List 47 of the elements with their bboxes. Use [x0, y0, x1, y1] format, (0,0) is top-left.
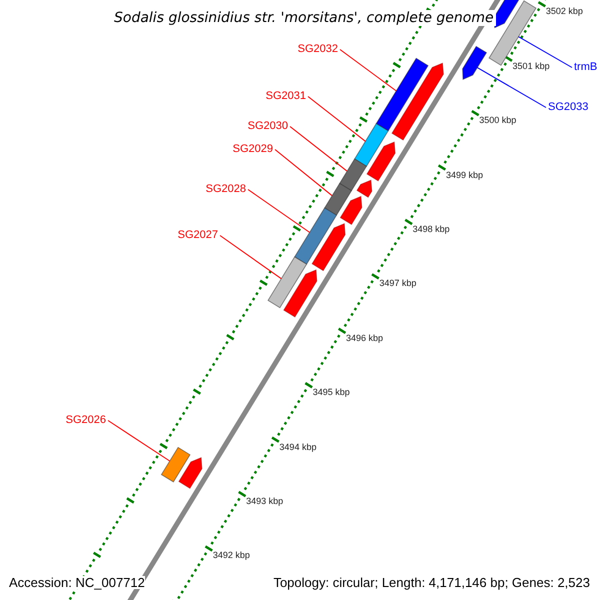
leader-line: [340, 49, 397, 92]
pointed-gene-block: [312, 223, 346, 272]
pointed-gene-block: [391, 62, 444, 141]
pointed-gene-block: [340, 196, 362, 225]
scale-label: 3494 kbp: [279, 442, 316, 452]
leader-line: [290, 126, 348, 172]
scale-label: 3495 kbp: [312, 388, 350, 398]
scale-label: 3502 kbp: [546, 7, 583, 16]
pointed-gene-block: [356, 180, 372, 198]
scale-label: 3493 kbp: [246, 497, 284, 506]
gene-label: SG2031: [266, 91, 306, 102]
pointed-gene-block: [283, 269, 318, 318]
gene-label: trmB: [574, 62, 598, 73]
gene-label: SG2030: [248, 121, 288, 132]
gene-block: [294, 207, 338, 265]
scale-label: 3492 kbp: [212, 551, 250, 560]
gene-block: [160, 446, 191, 482]
pointed-gene-block: [462, 46, 488, 80]
leader-line: [518, 36, 572, 68]
pointed-gene-block: [178, 457, 202, 489]
leader-line: [476, 67, 546, 108]
leader-line: [308, 96, 366, 142]
scale-label: 3496 kbp: [346, 334, 384, 343]
gene-block: [324, 182, 352, 216]
gene-label: SG2027: [178, 230, 218, 241]
genome-stats-text: Topology: circular; Length: 4,171,146 bp; Genes: 2,523: [273, 576, 590, 589]
gene-block: [376, 58, 429, 132]
gene-label: SG2028: [206, 184, 246, 195]
gene-label: SG2029: [232, 144, 273, 155]
leader-line: [108, 420, 170, 462]
leader-line: [274, 149, 333, 196]
gene-block: [354, 123, 389, 167]
gene-block: [267, 256, 308, 308]
gene-label: SG2026: [66, 415, 106, 426]
title: Sodalis glossinidius str. 'morsitans', complete genome: [112, 10, 496, 26]
leader-line: [220, 235, 282, 280]
scale-label: 3498 kbp: [412, 224, 450, 234]
scale-label: 3497 kbp: [379, 279, 416, 288]
gene-label: SG2032: [298, 44, 338, 55]
scale-label: 3501 kbp: [512, 62, 550, 71]
scale-label: 3500 kbp: [479, 116, 516, 126]
gene-label: SG2033: [548, 102, 588, 113]
pointed-gene-block: [366, 142, 396, 182]
scale-label: 3499 kbp: [446, 170, 483, 180]
leader-line: [248, 189, 310, 233]
accession-text: Accession: NC_007712: [9, 576, 145, 589]
gene-block: [339, 158, 368, 192]
